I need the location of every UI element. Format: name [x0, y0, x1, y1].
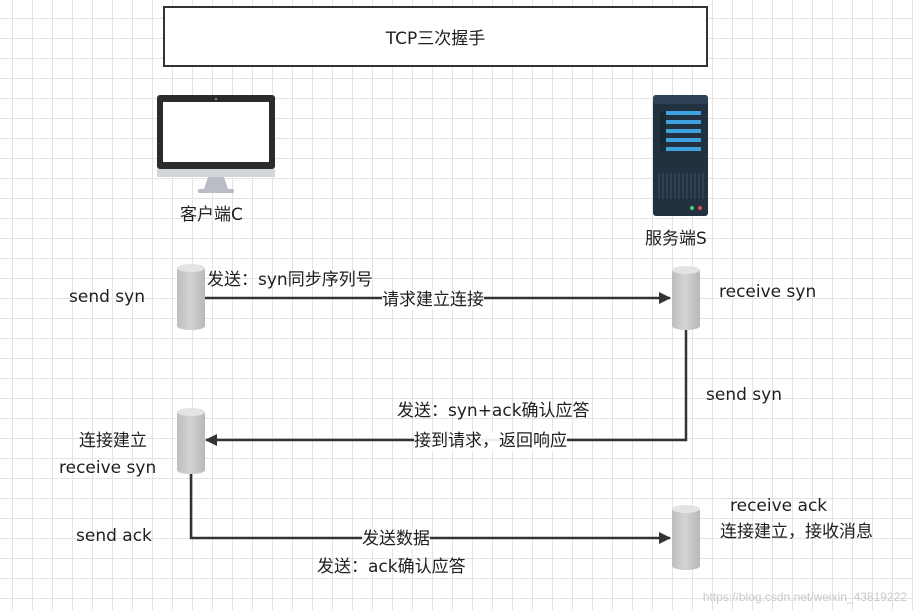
- client-send-syn-label: send syn: [69, 287, 145, 307]
- diagram-title-text: TCP三次握手: [385, 29, 486, 49]
- step1-intent-label: 请求建立连接: [382, 290, 484, 311]
- server-cylinder-2: [672, 505, 700, 570]
- diagram-title: TCP三次握手: [163, 6, 708, 67]
- client-cylinder-2: [177, 408, 205, 474]
- client-receive-syn-label: receive syn: [59, 458, 157, 478]
- server-receive-syn-label: receive syn: [719, 282, 817, 302]
- step2-intent-label: 接到请求，返回响应: [414, 431, 567, 452]
- client-send-ack-label: send ack: [76, 526, 152, 546]
- client-cylinder-1: [177, 264, 205, 330]
- source-watermark: https://blog.csdn.net/weixin_43819222: [702, 590, 907, 604]
- server-name: 服务端S: [645, 229, 707, 249]
- server-receive-ack-label: receive ack: [730, 496, 828, 516]
- server-send-syn-label: send syn: [706, 385, 782, 405]
- client-name: 客户端C: [180, 205, 243, 225]
- server-established-label: 连接建立，接收消息: [720, 522, 873, 542]
- step1-message-label: 发送：syn同步序列号: [207, 270, 373, 290]
- ack-arrow: [189, 472, 671, 544]
- server-cylinder-1: [672, 266, 700, 330]
- step2-message-label: 发送：syn+ack确认应答: [397, 401, 590, 421]
- step3-message-label: 发送：ack确认应答: [317, 557, 466, 577]
- server-rack-icon: [653, 95, 708, 216]
- client-established-label: 连接建立: [79, 431, 147, 451]
- step3-intent-label: 发送数据: [362, 529, 430, 550]
- desktop-monitor-icon: [157, 95, 275, 193]
- syn-ack-response-arrow: [205, 330, 688, 446]
